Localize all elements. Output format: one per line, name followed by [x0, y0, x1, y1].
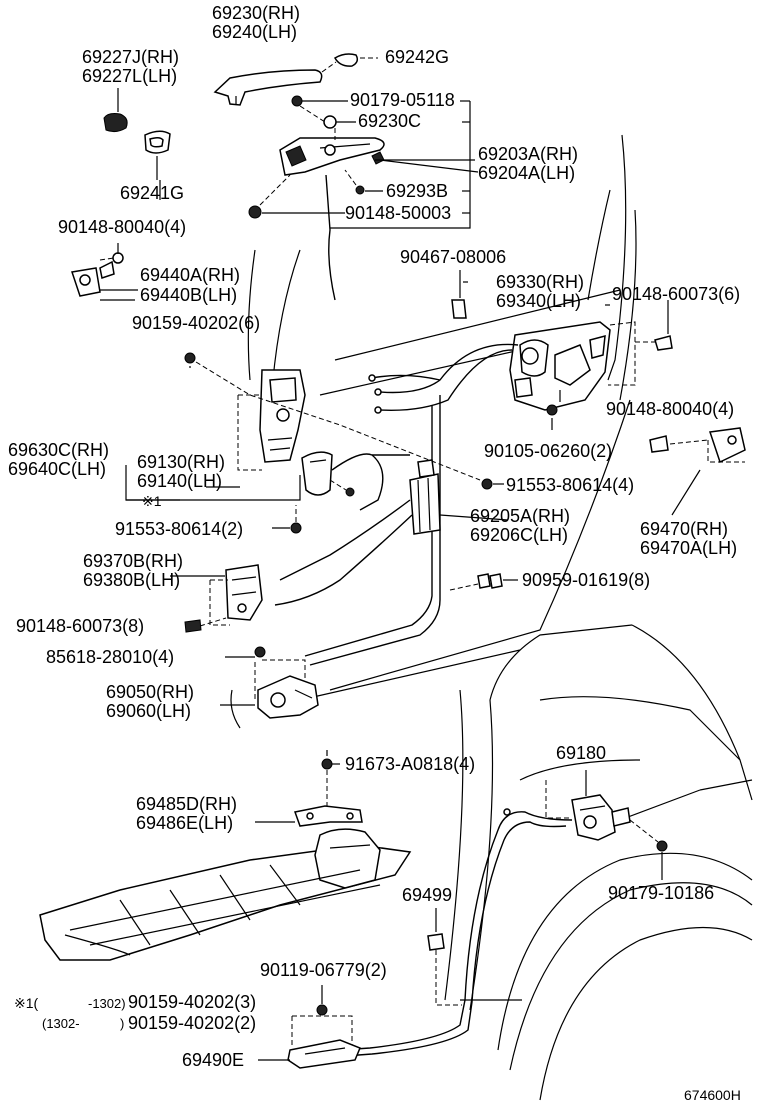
clip-69499 — [427, 933, 445, 951]
screw-90148-50003 — [248, 205, 262, 219]
bolt-69293b — [355, 185, 365, 195]
handle-cover-cap — [333, 53, 359, 67]
label-90467-08006: 90467-08006 — [400, 247, 507, 267]
label-69205a-rh: 69205A(RH) — [470, 506, 571, 526]
label-69227l-lh: 69227L(LH) — [82, 66, 178, 86]
label-90159-40202-2: 90159-40202(2) — [128, 1013, 257, 1033]
label-69060-lh: 69060(LH) — [106, 701, 192, 721]
label-69440b-lh: 69440B(LH) — [140, 285, 238, 305]
screw-90148-60073 — [654, 335, 673, 351]
label-69293b: 69293B — [386, 181, 449, 201]
label-90148-50003: 90148-50003 — [345, 203, 452, 223]
label-69241g: 69241G — [120, 183, 185, 203]
label-note-1-range-b-end: ) — [120, 1016, 125, 1031]
label-69180: 69180 — [556, 743, 607, 763]
clip-90467 — [451, 299, 467, 319]
inside-handle-carrier — [259, 369, 306, 463]
label-69203a-rh: 69203A(RH) — [478, 144, 579, 164]
label-69050-rh: 69050(RH) — [106, 682, 195, 702]
fuel-lid-lock-opener-lever — [287, 1039, 361, 1069]
label-69140-lh: 69140(LH) — [137, 471, 223, 491]
label-note-1-range-b: (1302- — [42, 1016, 80, 1031]
inside-door-handle — [301, 451, 333, 496]
label-69630c-rh: 69630C(RH) — [8, 440, 110, 460]
outside-door-handle — [213, 69, 323, 106]
label-69380b-lh: 69380B(LH) — [83, 570, 181, 590]
label-90179-10186: 90179-10186 — [608, 883, 715, 903]
label-69230c: 69230C — [358, 111, 422, 131]
label-90179-05118: 90179-05118 — [350, 90, 455, 110]
label-90148-80040-left: 90148-80040(4) — [58, 217, 187, 237]
label-90119-06779: 90119-06779(2) — [260, 960, 387, 980]
label-note-1-range-a-end: -1302) — [88, 996, 126, 1011]
screw-90179 — [291, 95, 303, 107]
label-91553-80614-2: 91553-80614(2) — [115, 519, 244, 539]
door-lock-actuator — [225, 564, 263, 621]
bolt-69230c — [323, 115, 337, 129]
label-85618-28010: 85618-28010(4) — [46, 647, 175, 667]
fuel-lid-bracket — [294, 805, 363, 827]
key-cylinder-cap — [103, 113, 128, 133]
label-69486e-lh: 69486E(LH) — [136, 813, 234, 833]
label-91553-80614-4: 91553-80614(4) — [506, 475, 635, 495]
label-69499: 69499 — [402, 885, 453, 905]
floor-panel — [39, 828, 412, 961]
label-69485d-rh: 69485D(RH) — [136, 794, 238, 814]
fuel-lid-opener-motor — [571, 794, 631, 841]
cable-clip — [477, 573, 491, 589]
label-90105-06260: 90105-06260(2) — [484, 441, 613, 461]
label-90148-60073-8: 90148-60073(8) — [16, 616, 145, 636]
label-90148-80040-right: 90148-80040(4) — [606, 399, 735, 419]
label-69490e: 69490E — [182, 1050, 245, 1070]
label-91673-a0818: 91673-A0818(4) — [345, 754, 476, 774]
label-69340-lh: 69340(LH) — [496, 291, 582, 311]
label-note-1: ※1 — [142, 493, 162, 509]
diagram-code: 674600H — [684, 1087, 741, 1103]
label-90159-40202-6: 90159-40202(6) — [132, 313, 261, 333]
door-handle-frame — [279, 137, 385, 176]
label-69470a-lh: 69470A(LH) — [640, 538, 738, 558]
label-69204a-lh: 69204A(LH) — [478, 163, 576, 183]
label-69470-rh: 69470(RH) — [640, 519, 729, 539]
label-69440a-rh: 69440A(RH) — [140, 265, 241, 285]
rear-door-latch — [257, 675, 319, 719]
bolt-90105 — [546, 404, 558, 416]
label-69130-rh: 69130(RH) — [137, 452, 226, 472]
label-69206c-lh: 69206C(LH) — [470, 525, 569, 545]
screw-90179-10186 — [656, 840, 668, 852]
label-90159-40202-3: 90159-40202(3) — [128, 992, 257, 1012]
door-check-69470 — [707, 427, 746, 464]
label-69640c-lh: 69640C(LH) — [8, 459, 107, 479]
label-69242g: 69242G — [385, 47, 450, 67]
label-69227j-rh: 69227J(RH) — [82, 47, 180, 67]
label-69230-rh: 69230(RH) — [212, 3, 301, 23]
screw-90159 — [184, 352, 196, 364]
label-69370b-rh: 69370B(RH) — [83, 551, 184, 571]
label-90959-01619: 90959-01619(8) — [522, 570, 651, 590]
label-note-1-range-a: ※1( — [14, 995, 39, 1011]
label-90148-60073-6: 90148-60073(6) — [612, 284, 741, 304]
lock-remote-control — [409, 459, 441, 535]
label-69330-rh: 69330(RH) — [496, 272, 585, 292]
rear-door-lock-assembly — [509, 321, 611, 411]
vehicle-body-outline — [230, 134, 753, 1101]
label-69240-lh: 69240(LH) — [212, 22, 298, 42]
bolt-90148-80040 — [649, 435, 669, 453]
